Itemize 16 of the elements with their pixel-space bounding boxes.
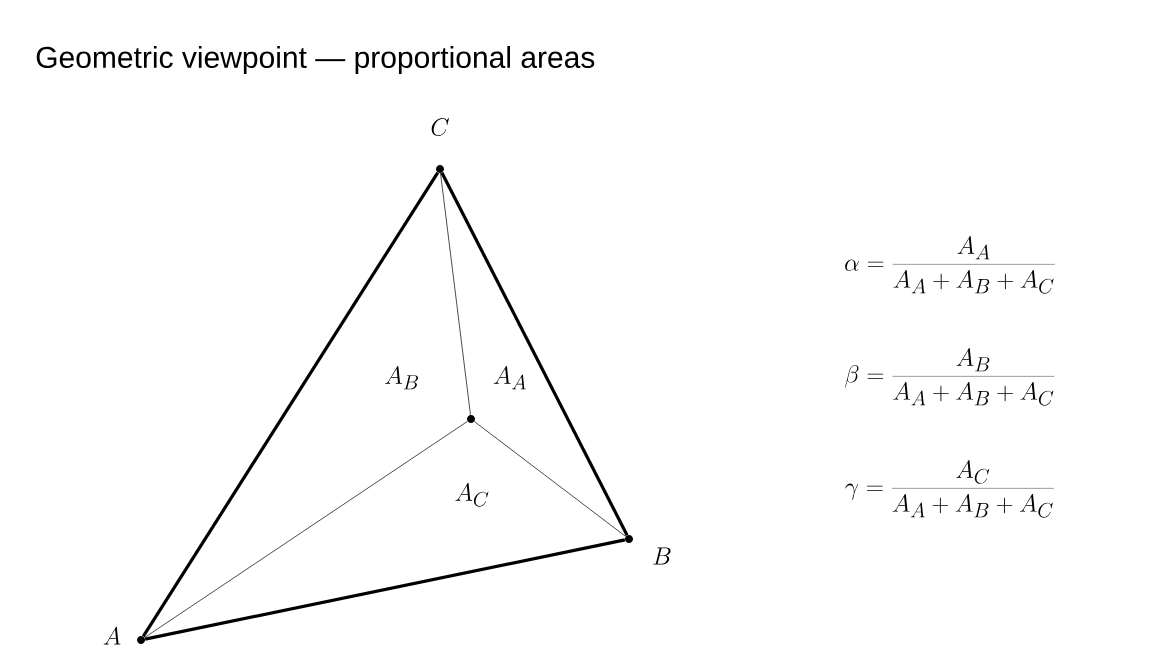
triangle-edge (474, 421, 626, 537)
vertex-label: B (653, 547, 671, 565)
triangle-edge (440, 172, 629, 536)
area-label: $A_A$ (493, 365, 526, 390)
triangle-edge (141, 171, 440, 638)
area-label: $A_B$ (385, 365, 419, 390)
title: Geometric viewpoint — proportional areas (36, 46, 595, 74)
formula: $\beta = \frac{A_B}{A_A + A_B + A_C}$ (845, 348, 1055, 406)
triangle-edge (144, 538, 626, 641)
triangle-edge (440, 172, 471, 416)
formula: $\gamma = \frac{A_C}{A_A + A_B + A_C}$ (845, 460, 1054, 518)
triangle-edge (144, 420, 468, 638)
formula: $\alpha = \frac{A_A}{A_A + A_B + A_C}$ (845, 236, 1055, 294)
vertex-label: A (103, 626, 121, 645)
vertex-label: C (431, 118, 449, 136)
area-label: $A_C$ (455, 482, 489, 507)
